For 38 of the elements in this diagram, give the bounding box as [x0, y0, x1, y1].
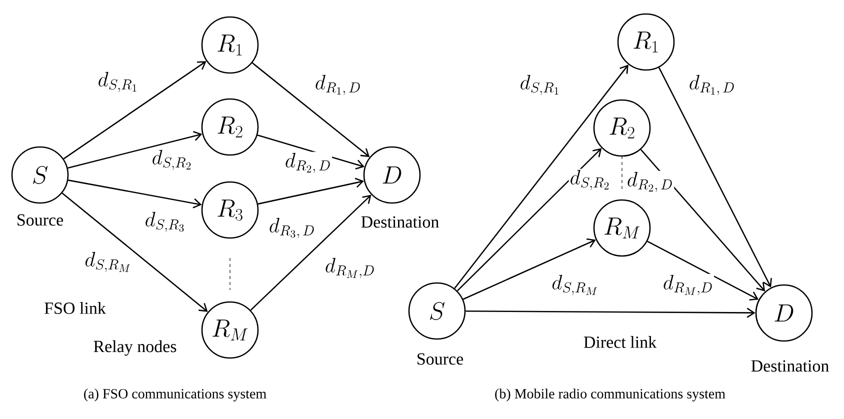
- edge-label: $d_{S,R_2}$: [150, 148, 194, 172]
- arrow: [68, 131, 202, 169]
- arrow: [640, 149, 766, 292]
- node-caption: Source: [18, 214, 64, 226]
- arrow: [68, 180, 202, 208]
- edge-label: $d_{R_3,\,D}$: [268, 216, 316, 240]
- edge-label: $d_{S,R_M}$: [84, 250, 132, 274]
- arrow: [466, 308, 756, 318]
- edge-label: $d_{R_1,\,D}$: [314, 74, 362, 96]
- edge-label: $d_{R_M,D}$: [662, 274, 714, 296]
- text-label: Direct link: [584, 336, 657, 348]
- text-label: Relay nodes: [94, 340, 176, 356]
- edge-label: $d_{S,R_2}$: [568, 168, 612, 192]
- text-label: (b) Mobile radio communications system: [495, 388, 726, 402]
- edge-label: $d_{S,R_1}$: [518, 74, 562, 96]
- text-label: FSO link: [44, 302, 106, 314]
- arrow: [252, 62, 370, 158]
- node-caption: Source: [418, 353, 464, 365]
- arrow: [456, 148, 602, 292]
- edge-label: $d_{R_M,D}$: [324, 256, 376, 280]
- arrow: [647, 240, 759, 300]
- edge-label: $d_{S,R_1}$: [96, 70, 140, 94]
- edge-label: $d_{R_2,\,D}$: [626, 170, 674, 194]
- edge-label: $d_{R_1,\,D}$: [688, 74, 736, 96]
- arrow: [462, 238, 596, 300]
- edge-label: $d_{R_2,\,D}$: [284, 152, 332, 174]
- arrow: [257, 134, 365, 170]
- edge-label: $d_{S,R_M}$: [550, 274, 600, 296]
- arrow: [258, 178, 364, 205]
- arrow: [454, 64, 628, 289]
- arrow: [62, 192, 208, 312]
- node-caption: Destination: [361, 216, 439, 228]
- arrow: [250, 194, 372, 311]
- edge-label: $d_{S,R_3}$: [144, 210, 186, 234]
- arrow: [658, 67, 772, 288]
- node-caption: Destination: [751, 360, 829, 372]
- text-label: (a) FSO communications system: [84, 388, 266, 402]
- arrow: [63, 61, 206, 160]
